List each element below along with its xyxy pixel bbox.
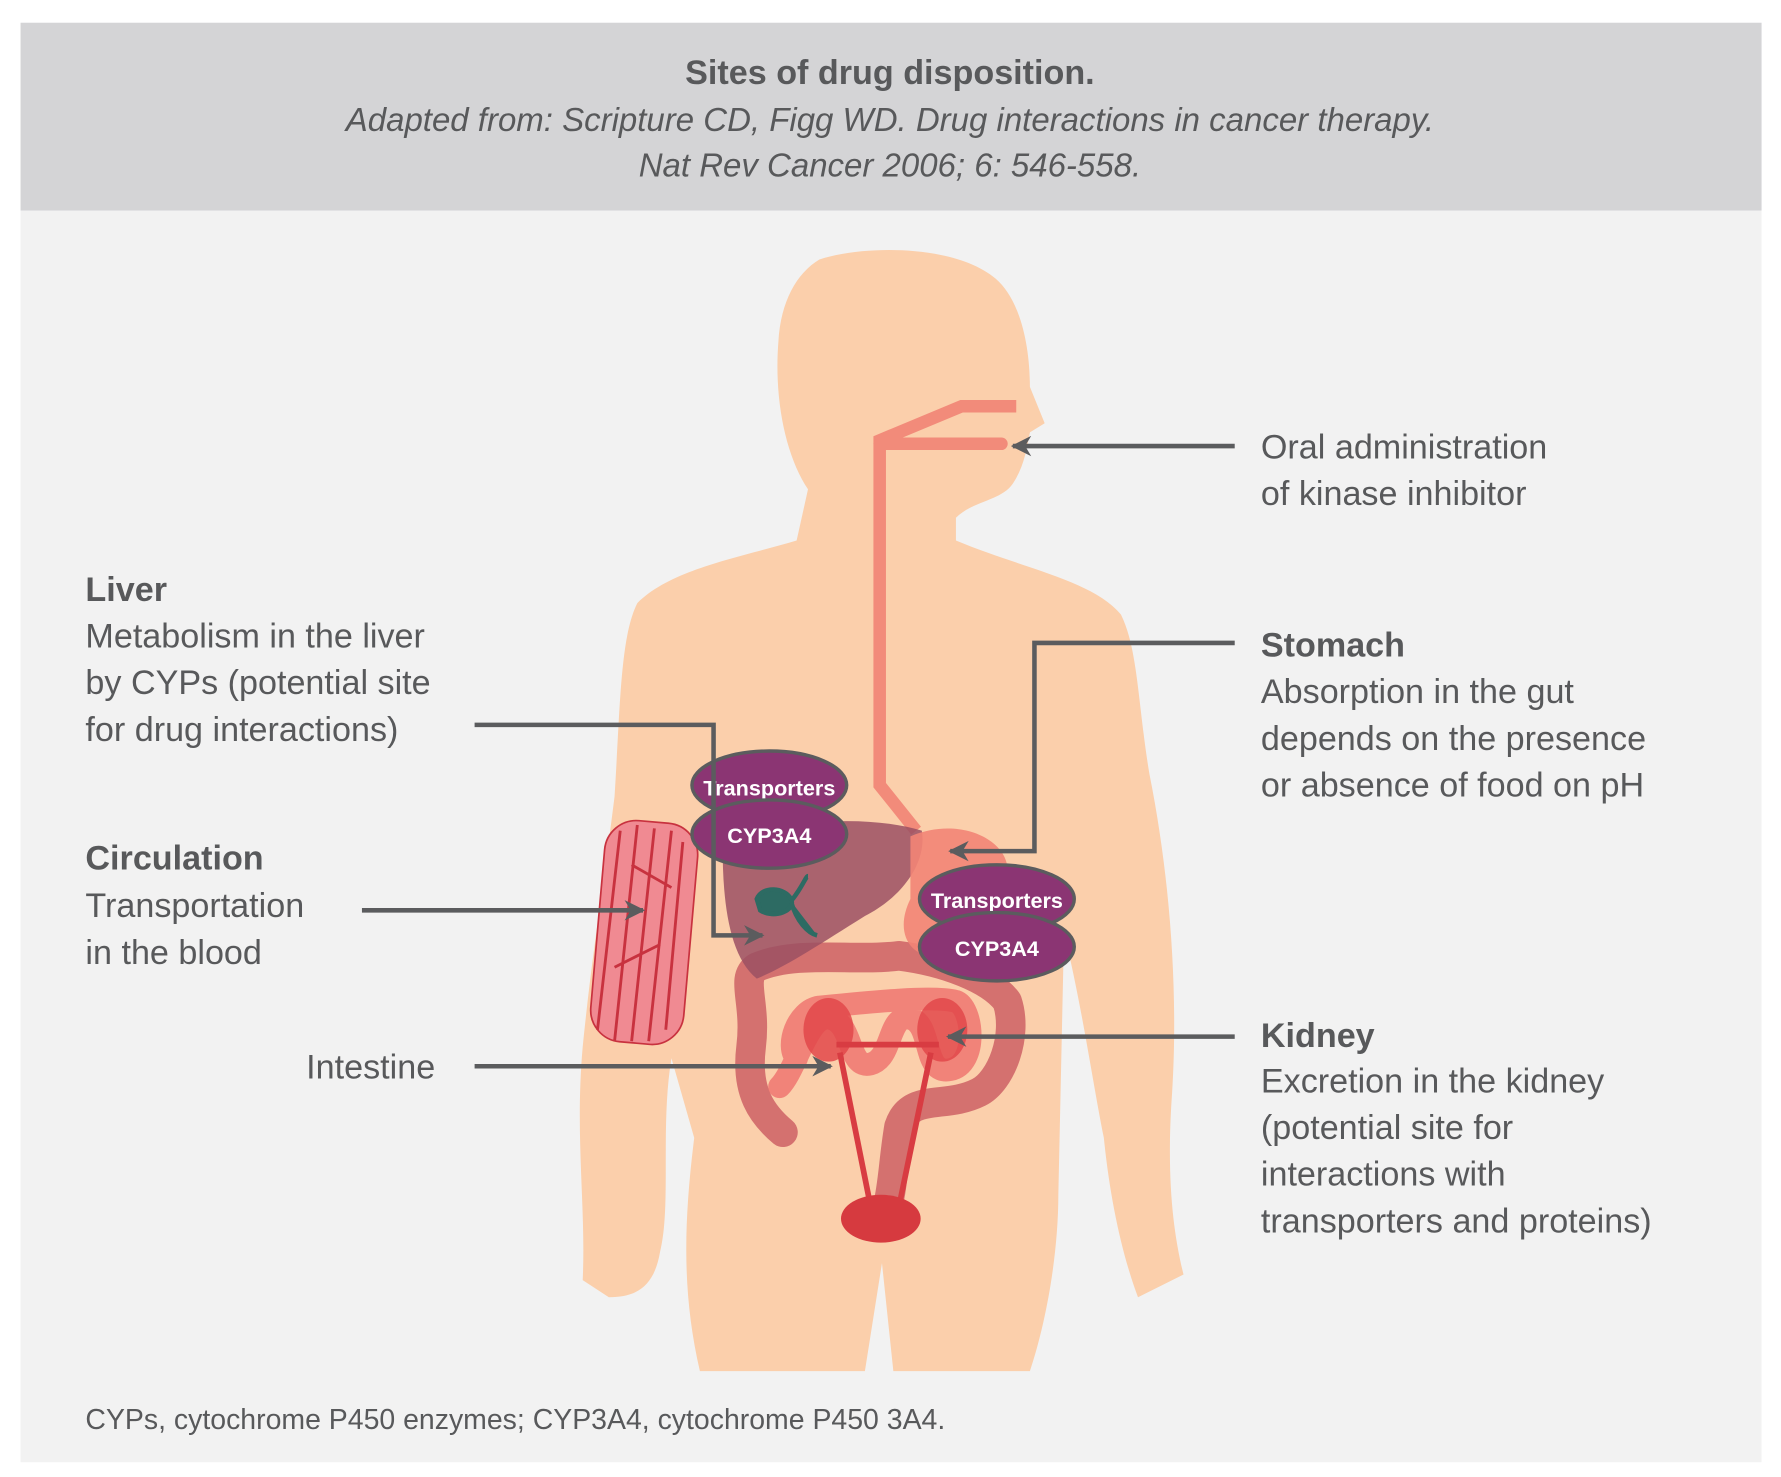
svg-text:transporters and proteins): transporters and proteins) — [1261, 1202, 1652, 1240]
svg-text:(potential site for: (potential site for — [1261, 1109, 1513, 1147]
svg-text:Transportation: Transportation — [85, 887, 304, 925]
header-band — [20, 22, 1762, 211]
source-citation-line2: Nat Rev Cancer 2006; 6: 546-558. — [639, 146, 1141, 183]
svg-text:Kidney: Kidney — [1261, 1017, 1375, 1055]
intestine-label: Intestine — [306, 1049, 435, 1087]
svg-text:Transporters: Transporters — [703, 775, 835, 800]
svg-text:interactions with: interactions with — [1261, 1156, 1506, 1194]
svg-text:or absence of food on pH: or absence of food on pH — [1261, 767, 1644, 805]
svg-text:for drug interactions): for drug interactions) — [85, 711, 398, 749]
svg-text:CYP3A4: CYP3A4 — [955, 936, 1039, 961]
svg-text:Circulation: Circulation — [85, 839, 263, 877]
circulation-label: Circulation Transportation in the blood — [85, 839, 304, 971]
svg-text:Liver: Liver — [85, 571, 167, 609]
footnote: CYPs, cytochrome P450 enzymes; CYP3A4, c… — [85, 1404, 945, 1436]
svg-text:Excretion in the kidney: Excretion in the kidney — [1261, 1062, 1604, 1100]
blood-vessel-muscle — [589, 819, 699, 1046]
stomach-label: Stomach Absorption in the gut depends on… — [1261, 627, 1646, 805]
svg-text:CYP3A4: CYP3A4 — [727, 823, 811, 848]
svg-text:Oral administration: Oral administration — [1261, 429, 1547, 467]
oral-label: Oral administration of kinase inhibitor — [1261, 429, 1547, 514]
figure-title: Sites of drug disposition. — [685, 54, 1095, 92]
bladder — [841, 1194, 921, 1243]
svg-text:by CYPs (potential site: by CYPs (potential site — [85, 664, 430, 702]
svg-text:in the blood: in the blood — [85, 934, 261, 972]
human-body-silhouette — [579, 250, 1184, 1372]
svg-text:of kinase inhibitor: of kinase inhibitor — [1261, 475, 1527, 513]
ureters — [836, 1041, 939, 1207]
kidney-label: Kidney Excretion in the kidney (potentia… — [1261, 1017, 1652, 1240]
stomach-arrow — [948, 640, 1235, 862]
svg-text:Absorption in the gut: Absorption in the gut — [1261, 673, 1575, 711]
gallbladder — [754, 873, 818, 938]
svg-text:Transporters: Transporters — [931, 888, 1063, 913]
liver-arrow — [474, 722, 765, 946]
liver-cyp3a4-badge: CYP3A4 — [690, 798, 849, 870]
svg-text:Metabolism in the liver: Metabolism in the liver — [85, 617, 424, 655]
stomach-cyp3a4-badge: CYP3A4 — [917, 910, 1076, 983]
svg-text:Stomach: Stomach — [1261, 627, 1405, 665]
svg-text:depends on the presence: depends on the presence — [1261, 720, 1646, 758]
liver-label: Liver Metabolism in the liver by CYPs (p… — [85, 571, 430, 749]
source-citation-line1: Adapted from: Scripture CD, Figg WD. Dru… — [344, 101, 1434, 138]
